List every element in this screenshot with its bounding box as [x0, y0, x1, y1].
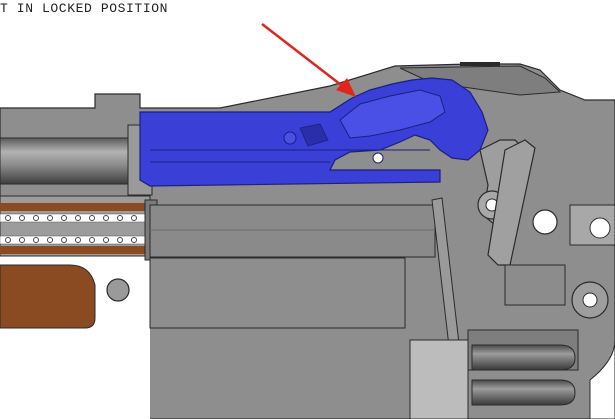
- trigger-body: [504, 264, 566, 306]
- safety-hole: [532, 209, 558, 235]
- bolt-pin: [283, 131, 297, 145]
- red-arrow-icon: [261, 23, 356, 97]
- barrel-tube: [0, 137, 141, 185]
- spring-wood-strip-top: [0, 203, 145, 211]
- magazine-well: [409, 339, 469, 419]
- hammer-spring-tube: [471, 379, 576, 406]
- trigger-spring-tube: [471, 344, 576, 371]
- spring-wood-strip-bottom: [0, 246, 145, 254]
- spring-coils: [5, 215, 137, 243]
- bolt-cam-slot: [299, 123, 329, 147]
- top-slot: [460, 62, 500, 66]
- bottom-left-blank: [0, 330, 150, 419]
- trigger-pivot-hole: [582, 292, 598, 308]
- takedown-pin: [106, 278, 130, 302]
- bolt-hole: [372, 152, 384, 164]
- diagram-caption: T IN LOCKED POSITION: [0, 1, 169, 16]
- sear-pin: [589, 217, 611, 239]
- stock-wood: [0, 264, 96, 329]
- trigger-guard-opening: [589, 339, 615, 419]
- operating-rod: [149, 204, 436, 258]
- lower-frame: [149, 257, 406, 329]
- bolt-locking-lug: [339, 89, 446, 139]
